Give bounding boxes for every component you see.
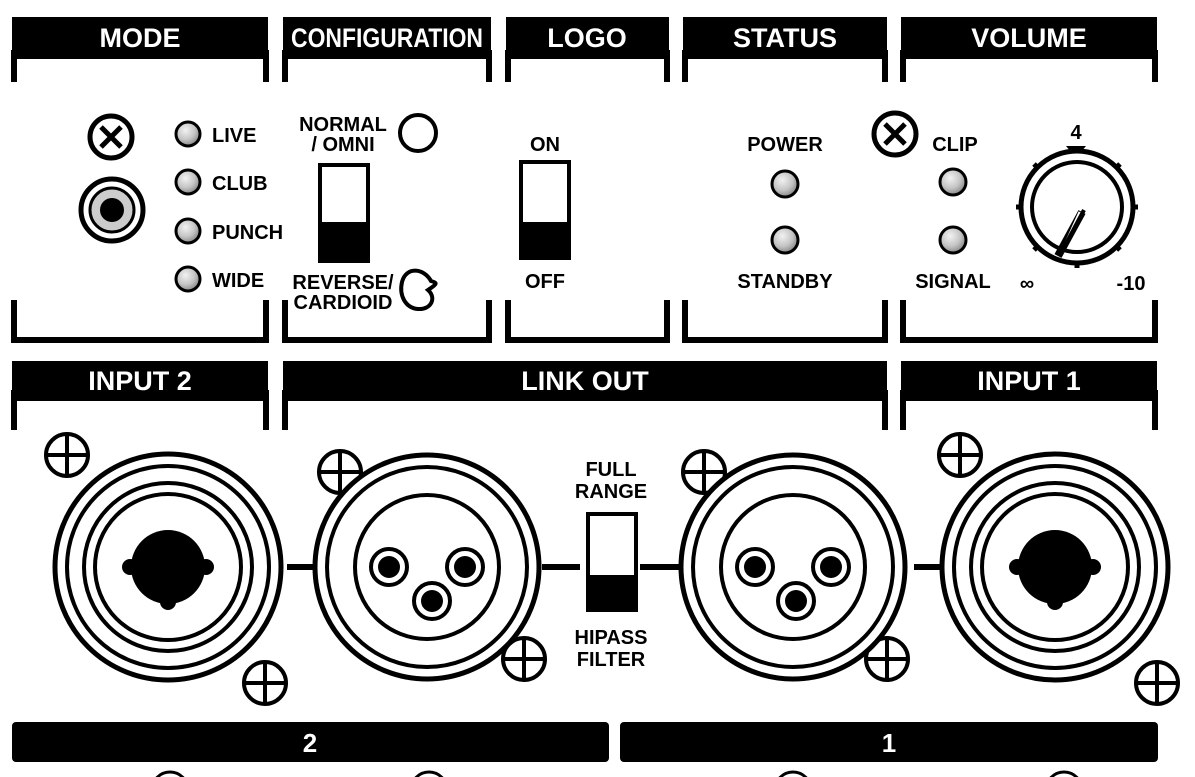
filter-range-label: RANGE — [575, 481, 647, 503]
screw-icon — [242, 660, 288, 706]
section-configuration: CONFIGURATION — [282, 17, 492, 343]
volume-button-x-icon[interactable] — [871, 110, 919, 158]
mode-led-club: CLUB — [174, 168, 268, 196]
section-configuration-title: CONFIGURATION — [291, 23, 483, 53]
cardioid-pattern-icon — [399, 268, 438, 312]
status-power-label: POWER — [747, 134, 823, 156]
link-out-xlr-1[interactable] — [678, 452, 908, 682]
screw-icon — [501, 636, 547, 682]
section-input2: INPUT 2 — [11, 361, 269, 430]
section-link-out: LINK OUT — [282, 361, 888, 430]
bottom-edge-screws — [155, 770, 1079, 777]
logo-off-label: OFF — [525, 271, 565, 293]
signal-led — [938, 225, 968, 255]
section-input2-title: INPUT 2 — [88, 366, 192, 396]
volume-knob[interactable] — [1016, 148, 1138, 268]
logo-on-label: ON — [530, 134, 560, 156]
mode-led-live-label: LIVE — [212, 125, 256, 147]
volume-knob-mark: 4 — [1070, 122, 1082, 144]
screw-icon — [937, 432, 983, 478]
mode-led-punch: PUNCH — [174, 217, 283, 245]
section-input1-title: INPUT 1 — [977, 366, 1081, 396]
mode-button-x-icon[interactable] — [87, 113, 135, 161]
status-standby-label: STANDBY — [737, 271, 833, 293]
channel-2-label: 2 — [303, 728, 317, 758]
mode-select-button[interactable] — [78, 176, 146, 244]
screw-icon — [44, 432, 90, 478]
channel-1-bar: 1 — [620, 722, 1158, 762]
channel-2-bar: 2 — [12, 722, 609, 762]
section-input1: INPUT 1 — [900, 361, 1158, 430]
filter-hipass-label: HIPASS — [575, 627, 648, 649]
mode-led-live: LIVE — [174, 120, 256, 148]
channel-1-label: 1 — [882, 728, 896, 758]
mode-led-club-label: CLUB — [212, 173, 268, 195]
screw-icon — [864, 636, 910, 682]
input1-combo-jack[interactable] — [939, 451, 1171, 683]
volume-signal-label: SIGNAL — [915, 271, 991, 293]
clip-led — [938, 167, 968, 197]
section-logo: LOGO — [505, 17, 670, 343]
filter-switch[interactable] — [586, 512, 638, 612]
power-led — [770, 169, 800, 199]
mode-led-wide: WIDE — [174, 265, 264, 293]
logo-switch[interactable] — [519, 160, 571, 260]
filter-full-label: FULL — [585, 459, 636, 481]
section-volume-title: VOLUME — [971, 23, 1087, 53]
screw-icon — [681, 449, 727, 495]
screw-icon — [1134, 660, 1180, 706]
filter-filter-label: FILTER — [577, 649, 646, 671]
section-logo-title: LOGO — [547, 23, 627, 53]
volume-min-label: ∞ — [1020, 273, 1034, 295]
config-cardioid-label: CARDIOID — [294, 292, 393, 314]
mode-led-punch-label: PUNCH — [212, 222, 283, 244]
volume-clip-label: CLIP — [932, 134, 978, 156]
section-mode-title: MODE — [100, 23, 181, 53]
section-link-out-title: LINK OUT — [521, 366, 649, 396]
volume-max-label: -10 — [1117, 273, 1146, 295]
section-volume: VOLUME — [900, 17, 1158, 343]
config-normal-label: NORMAL — [299, 114, 387, 136]
configuration-switch[interactable] — [318, 163, 370, 263]
config-reverse-label: REVERSE/ — [292, 272, 394, 294]
section-mode: MODE — [11, 17, 269, 343]
standby-led — [770, 225, 800, 255]
mode-led-wide-label: WIDE — [212, 270, 264, 292]
input2-combo-jack[interactable] — [52, 451, 284, 683]
section-status: STATUS — [682, 17, 888, 343]
omni-pattern-icon — [398, 113, 438, 153]
section-status-title: STATUS — [733, 23, 837, 53]
config-omni-label: / OMNI — [311, 134, 374, 156]
link-out-xlr-2[interactable] — [312, 452, 542, 682]
